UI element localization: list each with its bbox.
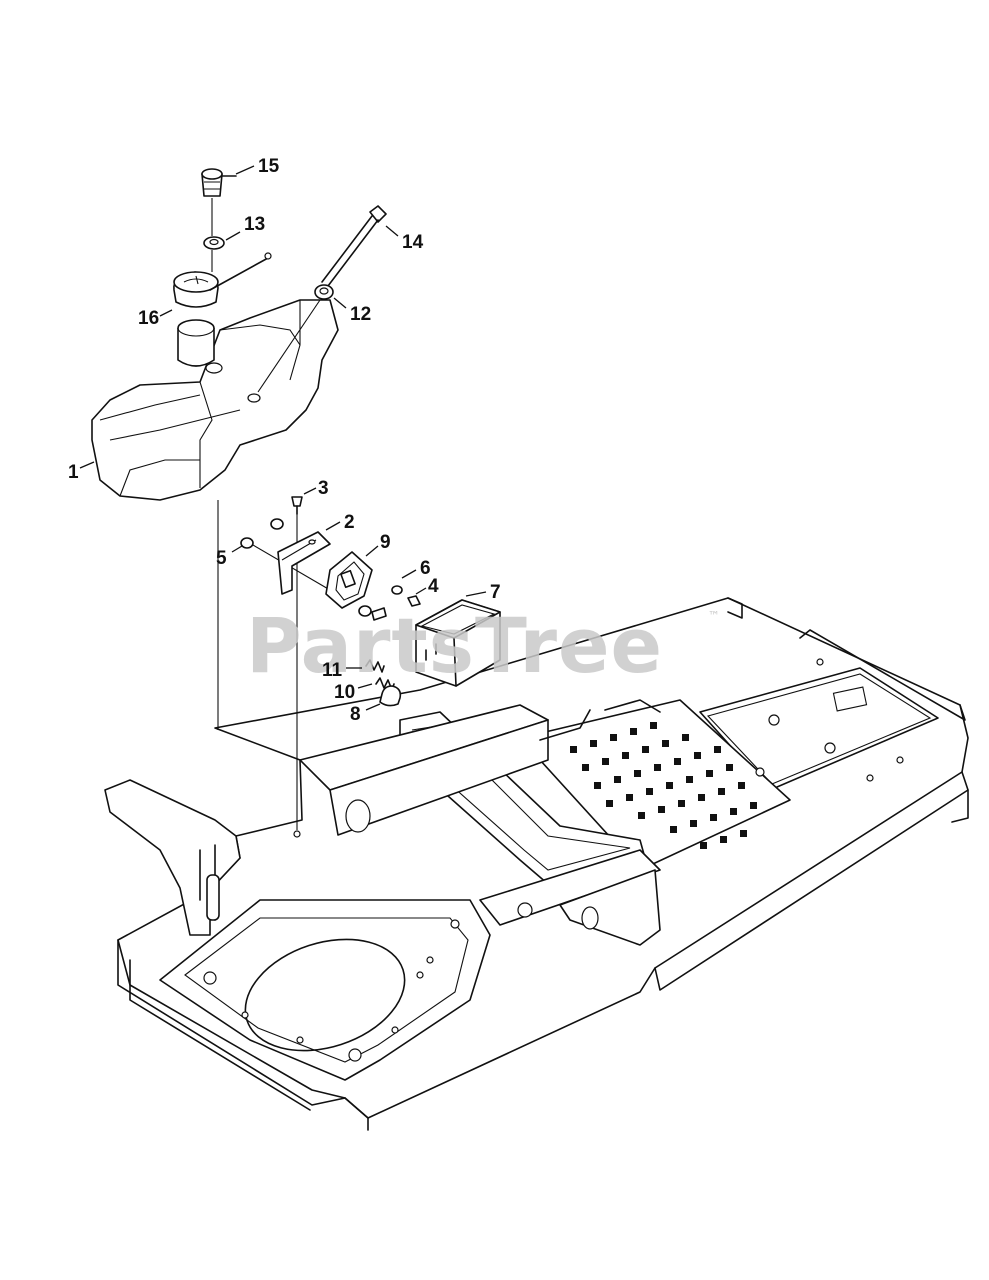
callout-11: 11 <box>322 660 343 681</box>
callout-1: 1 <box>68 462 79 483</box>
valve-plate-9 <box>325 551 373 609</box>
cap-8 <box>379 685 402 707</box>
callout-14: 14 <box>402 232 424 253</box>
washer-lower <box>358 605 387 621</box>
frame-assembly <box>104 597 969 1131</box>
callout-16: 16 <box>138 308 159 329</box>
callout-15: 15 <box>258 156 280 177</box>
callout-8: 8 <box>350 704 361 725</box>
callout-leaders <box>79 165 487 711</box>
bolt-3 <box>291 496 303 515</box>
screw-4 <box>407 595 421 607</box>
grommet-12 <box>314 284 334 300</box>
assembly-axis-line <box>257 299 321 393</box>
watermark: PartsTree ™ <box>246 601 720 690</box>
spring-11 <box>365 659 385 673</box>
callout-13: 13 <box>244 214 265 235</box>
callout-4: 4 <box>428 576 439 597</box>
tank-fitting-15 <box>201 168 237 197</box>
fuel-tank <box>91 299 339 501</box>
mounting-bracket-2 <box>277 531 331 595</box>
deck-perforations <box>570 722 757 849</box>
callout-5: 5 <box>216 548 227 569</box>
callout-7: 7 <box>490 582 501 603</box>
callout-9: 9 <box>380 532 391 553</box>
fuel-cap <box>173 252 272 308</box>
callout-10: 10 <box>334 682 355 703</box>
callout-12: 12 <box>350 304 371 325</box>
callout-labels: 15 13 14 12 16 1 3 2 5 9 6 4 7 11 10 8 <box>68 156 501 725</box>
vent-hose-14 <box>321 205 387 287</box>
carbon-canister-7 <box>415 599 501 687</box>
grommet-13 <box>203 236 225 250</box>
nut-upper <box>270 518 284 530</box>
washer-6 <box>391 585 403 595</box>
watermark-trademark: ™ <box>708 609 720 623</box>
frame-holes <box>203 658 904 1062</box>
callout-6: 6 <box>420 558 431 579</box>
watermark-text: PartsTree <box>246 601 663 690</box>
callout-3: 3 <box>318 478 329 499</box>
callout-2: 2 <box>344 512 355 533</box>
